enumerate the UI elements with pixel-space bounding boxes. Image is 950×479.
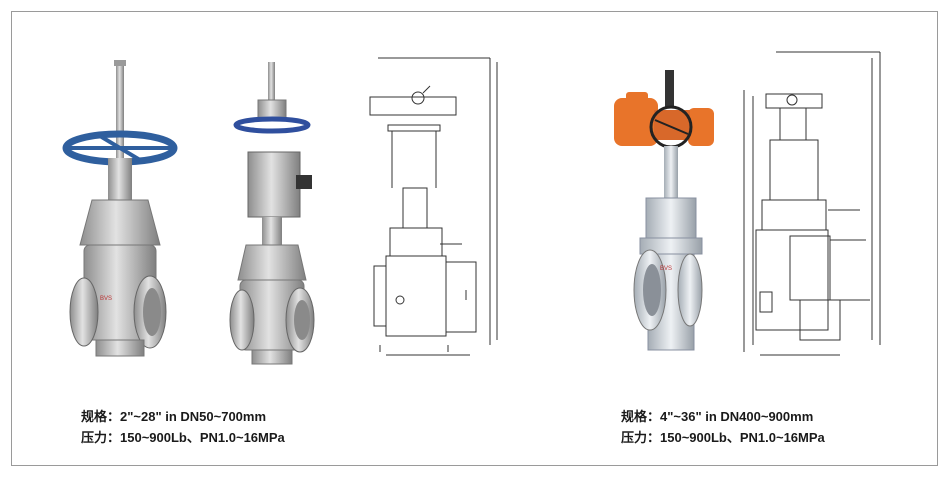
right-pressure-spec: 压力：150~900Lb、PN1.0~16MPa (621, 430, 825, 445)
left-spec-block: 规格：2"~28" in DN50~700mm 压力：150~900Lb、PN1… (81, 406, 285, 448)
electric-valve-photo: BVS (614, 70, 714, 351)
svg-text:BVS: BVS (100, 296, 112, 302)
right-spec-block: 规格：4"~36" in DN400~900mm 压力：150~900Lb、PN… (621, 406, 825, 448)
left-pressure-spec: 压力：150~900Lb、PN1.0~16MPa (81, 430, 285, 445)
svg-text:BVS: BVS (660, 266, 672, 272)
product-frame (11, 11, 938, 466)
left-size-spec: 规格：2"~28" in DN50~700mm (81, 409, 267, 424)
right-size-spec: 规格：4"~36" in DN400~900mm (621, 409, 814, 424)
valve-drawing (369, 57, 498, 356)
pneumatic-valve-photo (229, 62, 315, 365)
handwheel-valve-photo: BVS (62, 60, 178, 357)
valve-drawing-2 (743, 51, 881, 356)
